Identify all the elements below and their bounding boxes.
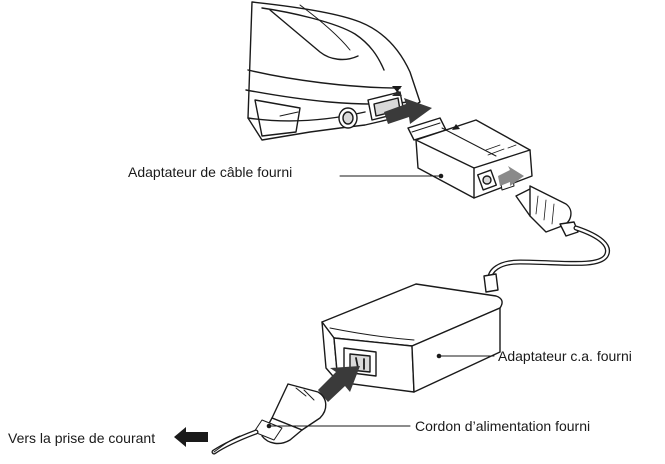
power-cord: [211, 383, 327, 455]
dc-plug: [483, 185, 610, 293]
cable-adapter: [407, 117, 533, 199]
insert-arrow-icon: [384, 98, 432, 124]
label-cable-adapter: Adaptateur de câble fourni: [128, 164, 293, 180]
label-outlet: Vers la prise de courant: [8, 430, 156, 446]
leader-dot: [266, 423, 272, 429]
insert-arrow-icon: [318, 366, 360, 402]
label-ac-adapter: Adaptateur c.a. fourni: [498, 348, 632, 364]
label-power-cord: Cordon d’alimentation fourni: [415, 418, 591, 434]
insert-arrow-icon: [498, 166, 524, 186]
leader-dot: [438, 173, 444, 179]
leader-dot: [436, 353, 442, 359]
camera: [245, 1, 421, 141]
arrow-left-icon: [174, 427, 208, 447]
ac-adapter: [321, 283, 503, 393]
